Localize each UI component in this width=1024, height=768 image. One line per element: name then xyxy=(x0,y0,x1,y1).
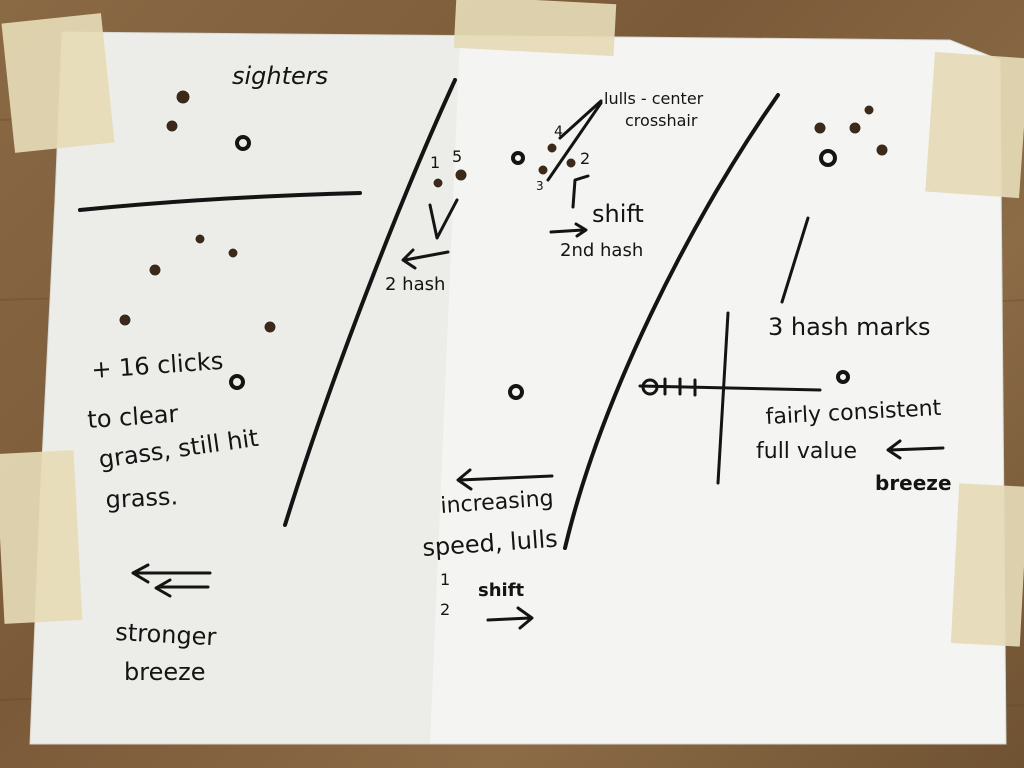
aim-point-icon xyxy=(511,151,525,165)
sequence-1: 1 xyxy=(440,570,450,589)
wind-arrow-icon xyxy=(486,606,534,630)
bullet-hole-icon xyxy=(165,119,179,133)
wind-arrow-icon xyxy=(549,222,588,238)
pointer-line xyxy=(780,216,810,304)
divider-lines xyxy=(78,78,780,550)
two-hash-label: 2 hash xyxy=(385,274,445,295)
bullet-hole-icon xyxy=(454,168,468,182)
hash-marks-label: 3 hash marks xyxy=(768,313,931,341)
aim-points xyxy=(229,135,850,400)
bullet-hole-icon xyxy=(813,121,827,135)
note-line-2: to clear xyxy=(86,400,179,434)
full-value-label: full value xyxy=(756,439,857,464)
aim-point-icon xyxy=(836,370,850,384)
v-mark xyxy=(428,198,459,240)
tape-top-left xyxy=(1,13,115,153)
stronger-label: stronger xyxy=(115,618,217,651)
pointer-line xyxy=(546,101,603,182)
bullet-hole-icon xyxy=(432,177,444,189)
bullet-hole-icon xyxy=(848,121,862,135)
wind-arrow-icon xyxy=(131,563,212,598)
bullet-holes xyxy=(118,89,889,334)
sequence-2: 2 xyxy=(440,600,450,619)
aim-point-icon xyxy=(235,135,251,151)
bullet-hole-icon xyxy=(875,143,889,157)
wind-arrow-icon xyxy=(456,468,554,491)
bullet-hole-icon xyxy=(118,313,132,327)
sighters-label: sighters xyxy=(232,62,328,90)
bullet-hole-icon xyxy=(148,263,162,277)
bullet-hole-icon xyxy=(546,142,558,154)
breeze-label: breeze xyxy=(124,658,205,686)
wind-arrow-icon xyxy=(401,248,450,270)
sighter-divider xyxy=(78,191,362,212)
shot-number-3: 3 xyxy=(536,179,544,193)
divider-left xyxy=(283,78,457,527)
bullet-hole-icon xyxy=(227,247,239,259)
lulls-label: lulls - center xyxy=(604,89,704,108)
bullet-hole-icon xyxy=(863,104,875,116)
aim-point-icon xyxy=(508,384,524,400)
tape-right xyxy=(950,483,1024,647)
bullet-hole-icon xyxy=(537,164,549,176)
shift-label-bottom: shift xyxy=(478,580,525,601)
breeze-label-right: breeze xyxy=(875,471,952,495)
tape-top-center xyxy=(453,0,617,57)
second-hash-label: 2nd hash xyxy=(560,240,643,261)
reticle-icon xyxy=(638,311,822,485)
shift-label: shift xyxy=(592,200,644,228)
aim-point-icon xyxy=(229,374,245,390)
masking-tape xyxy=(0,0,1024,647)
bullet-hole-icon xyxy=(263,320,277,334)
divider-right xyxy=(563,93,780,550)
shot-number-2: 2 xyxy=(580,149,590,168)
crosshair-label: crosshair xyxy=(625,111,698,130)
tape-left xyxy=(0,450,83,624)
shot-number-5: 5 xyxy=(452,147,462,166)
shift-hook xyxy=(571,174,590,209)
ink-marks xyxy=(131,99,945,630)
pointer-line xyxy=(558,99,603,140)
paper-shadow xyxy=(30,32,460,744)
bullet-hole-icon xyxy=(175,89,191,105)
shot-number-4: 4 xyxy=(554,124,563,140)
bullet-hole-icon xyxy=(194,233,206,245)
aim-point-icon xyxy=(819,149,837,167)
shot-number-1: 1 xyxy=(430,153,440,172)
bullet-hole-icon xyxy=(565,157,577,169)
tape-top-right xyxy=(925,51,1024,199)
note-line-4: grass. xyxy=(105,482,179,514)
wind-arrow-icon xyxy=(886,439,945,460)
